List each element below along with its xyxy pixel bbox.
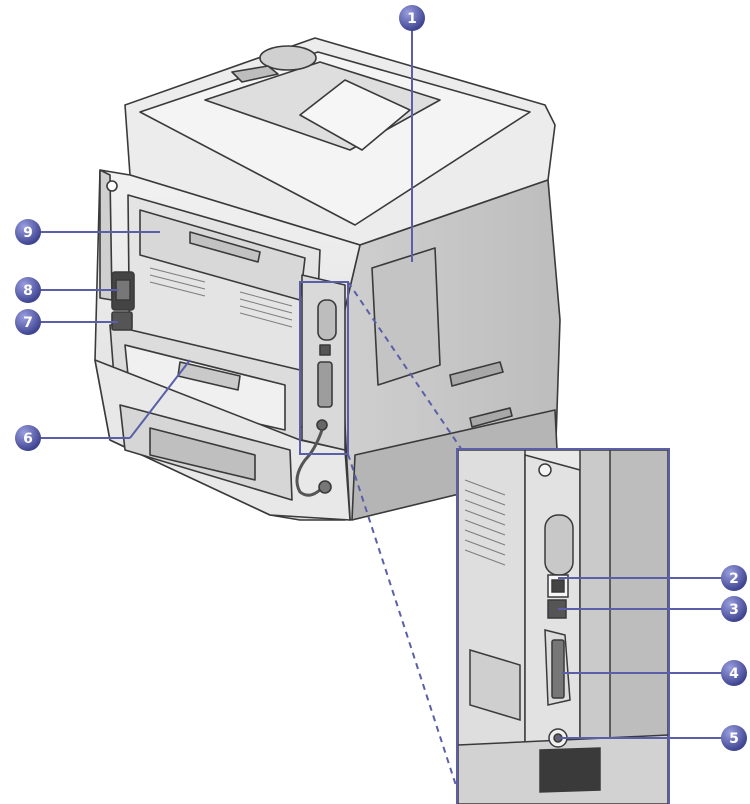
callout-3: 3 <box>721 596 747 622</box>
callout-4-label: 4 <box>729 666 739 682</box>
callout-8-label: 8 <box>23 283 33 299</box>
zoom-guide-lines <box>347 281 463 804</box>
leader-lines <box>40 30 730 739</box>
callout-9-label: 9 <box>23 225 33 241</box>
connector-highlight-box <box>299 281 349 455</box>
callout-4: 4 <box>721 660 747 686</box>
callout-5-label: 5 <box>729 731 739 747</box>
callout-2: 2 <box>721 565 747 591</box>
callout-3-label: 3 <box>729 602 739 618</box>
callout-1: 1 <box>399 5 425 31</box>
callout-7-label: 7 <box>23 315 33 331</box>
connector-detail-inset <box>456 448 670 804</box>
callout-1-label: 1 <box>407 11 417 27</box>
callout-5: 5 <box>721 725 747 751</box>
callout-9: 9 <box>15 219 41 245</box>
callout-2-label: 2 <box>729 571 739 587</box>
callout-6: 6 <box>15 425 41 451</box>
printer-body <box>94 37 561 521</box>
callout-6-label: 6 <box>23 431 33 447</box>
callout-7: 7 <box>15 309 41 335</box>
callout-8: 8 <box>15 277 41 303</box>
